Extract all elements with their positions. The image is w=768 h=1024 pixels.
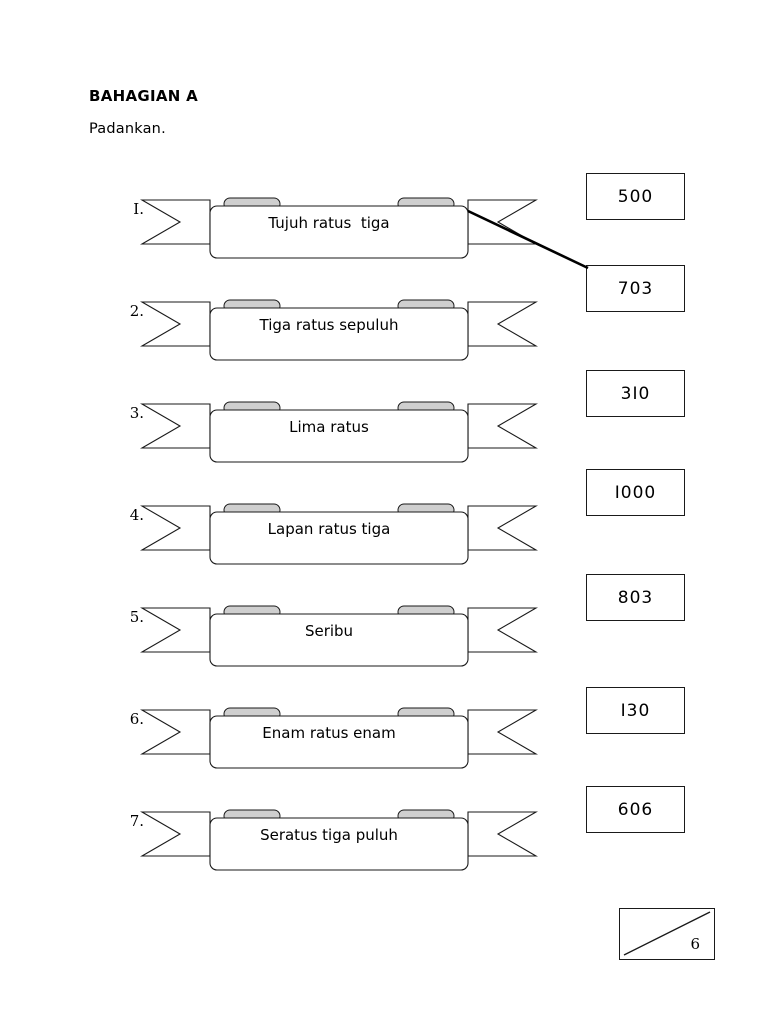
answer-box[interactable]: I30	[586, 687, 685, 734]
question-row: 2. Tiga ratus sepuluh	[118, 282, 538, 368]
ribbon-banner-shape	[140, 401, 538, 463]
ribbon-banner-shape	[140, 503, 538, 565]
question-number: 4.	[129, 506, 144, 524]
question-number: I.	[133, 200, 144, 218]
question-row: 3. Lima ratus	[118, 384, 538, 470]
question-row: I. Tujuh ratus tiga	[118, 180, 538, 266]
page-title: BAHAGIAN A	[89, 87, 199, 105]
page-number-box: 6	[619, 908, 715, 960]
ribbon-banner-shape	[140, 707, 538, 769]
instruction-text: Padankan.	[89, 121, 166, 137]
question-number: 3.	[129, 404, 144, 422]
ribbon-banner-shape	[140, 197, 538, 259]
question-number: 5.	[129, 608, 144, 626]
answer-box[interactable]: 500	[586, 173, 685, 220]
question-row: 5. Seribu	[118, 588, 538, 674]
answer-box[interactable]: 3I0	[586, 370, 685, 417]
ribbon-banner-shape	[140, 809, 538, 871]
answer-box[interactable]: I000	[586, 469, 685, 516]
question-row: 6. Enam ratus enam	[118, 690, 538, 776]
answer-box[interactable]: 606	[586, 786, 685, 833]
ribbon-banner-shape	[140, 605, 538, 667]
page-number-label: 6	[690, 935, 700, 953]
answer-box[interactable]: 703	[586, 265, 685, 312]
question-number: 6.	[129, 710, 144, 728]
diagonal-slash-icon	[623, 911, 711, 956]
answer-box[interactable]: 803	[586, 574, 685, 621]
ribbon-banner-shape	[140, 299, 538, 361]
question-number: 2.	[129, 302, 144, 320]
question-row: 4. Lapan ratus tiga	[118, 486, 538, 572]
question-row: 7. Seratus tiga puluh	[118, 792, 538, 878]
question-number: 7.	[129, 812, 144, 830]
